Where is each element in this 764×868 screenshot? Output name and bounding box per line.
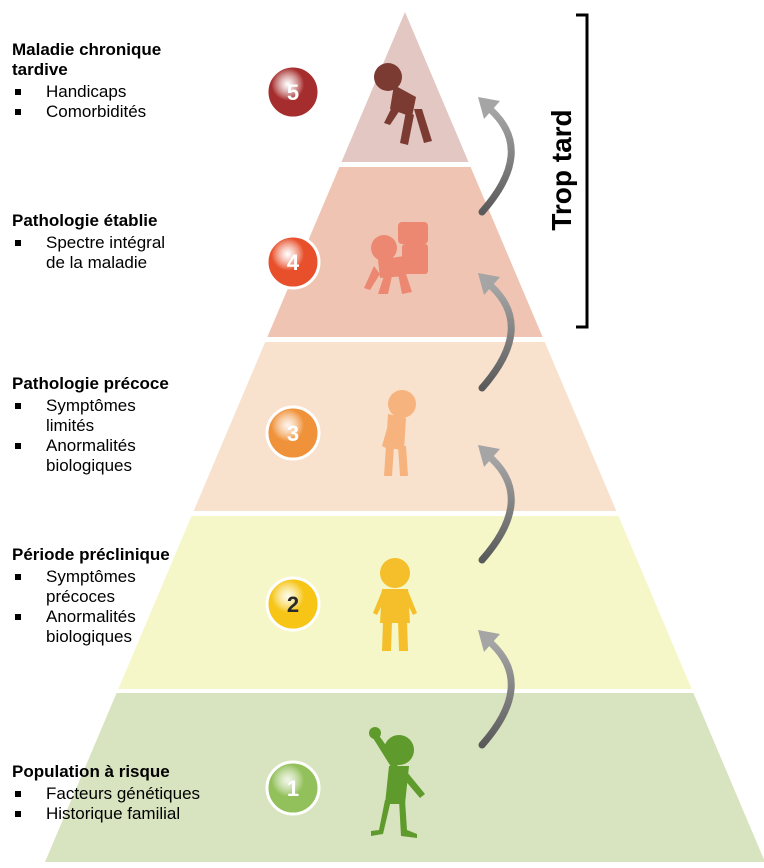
collapsed-person-icon [374, 63, 432, 145]
stage-bullet: Historique familial [12, 804, 252, 824]
progression-arrow-1-to-2 [478, 630, 515, 749]
burdened-person-icon [364, 222, 428, 294]
stage-bullet: Comorbidités [12, 102, 252, 122]
too-late-label: Trop tard [546, 109, 577, 230]
stage-badge-1: 1 [265, 760, 321, 816]
stage-badge-3: 3 [265, 405, 321, 461]
stage-bullet: Handicaps [12, 82, 252, 102]
progression-arrow-2-to-3 [478, 445, 515, 564]
pyramid-tier-5 [341, 12, 469, 162]
progression-arrow-4-to-5 [478, 97, 515, 216]
stage-title: Population à risque [12, 762, 170, 781]
stage-title: Pathologie précoce [12, 374, 169, 393]
tired-person-icon [382, 390, 416, 476]
badge-number: 3 [287, 421, 299, 446]
bracket-line [576, 13, 589, 329]
stage-badge-4: 4 [265, 234, 321, 290]
badge-number: 1 [287, 776, 299, 801]
progression-arrows [478, 97, 515, 749]
badge-circle [265, 234, 321, 290]
badge-circle [265, 405, 321, 461]
progression-arrow-3-to-4 [478, 273, 515, 392]
stage-title: Période préclinique [12, 545, 170, 564]
cheering-person-icon [369, 727, 425, 838]
too-late-bracket: Trop tard [546, 13, 589, 329]
stage-number-badges: 1 2 3 4 5 [265, 64, 321, 816]
badge-circle [265, 576, 321, 632]
stage-figures [364, 63, 432, 838]
badge-circle [265, 760, 321, 816]
badge-number: 5 [287, 80, 299, 105]
stage-title: Pathologie établie [12, 211, 158, 230]
standing-person-icon [373, 558, 417, 651]
stage-badge-2: 2 [265, 576, 321, 632]
badge-circle [265, 64, 321, 120]
badge-number: 2 [287, 592, 299, 617]
badge-number: 4 [287, 250, 300, 275]
stage-badge-5: 5 [265, 64, 321, 120]
stage-bullet: Facteurs génétiques [12, 784, 252, 804]
